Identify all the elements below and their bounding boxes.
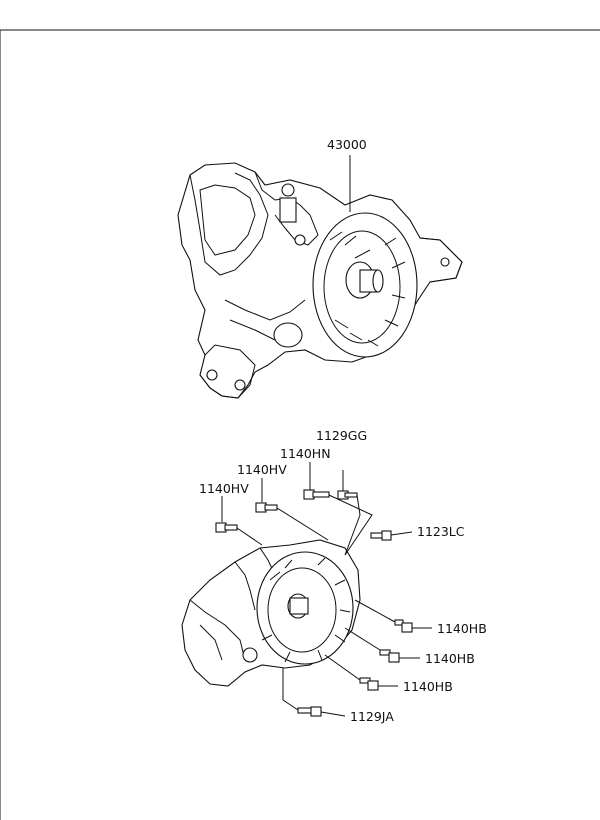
shift-bolt [294, 234, 306, 246]
bolt-shank [297, 707, 313, 714]
bolt-1140hb-1 [354, 599, 432, 633]
differential-boss [273, 322, 303, 348]
bolt-head [367, 680, 379, 691]
mount-flange [419, 237, 463, 283]
lower-mount-hole-2 [234, 379, 246, 391]
lower-bell-inner [267, 567, 337, 653]
bolt-path-1140hv-upper [276, 507, 329, 541]
shift-cap [281, 183, 295, 197]
part-label-1140hb-1: 1140HB [437, 621, 487, 636]
case-detail [189, 599, 246, 661]
part-label-1140hv-upper: 1140HV [237, 462, 287, 477]
gear-case-panel [199, 184, 256, 256]
part-label-1129gg: 1129GG [316, 428, 367, 443]
part-label-1140hn: 1140HN [280, 446, 331, 461]
bell-housing-inner [323, 230, 401, 344]
bolt-head [381, 530, 392, 541]
bolt-1140hv-upper [255, 478, 329, 541]
lower-bell-ribs [261, 557, 351, 663]
part-label-1140hb-2: 1140HB [425, 651, 475, 666]
shift-lever-housing [279, 197, 297, 223]
bolt-shank [312, 491, 330, 498]
case-ribs [224, 299, 306, 341]
part-label-1129ja: 1129JA [350, 709, 394, 724]
bolt-head [310, 706, 322, 717]
transaxle-case-drawing [181, 539, 361, 687]
bolt-path-1140hb-2 [344, 627, 381, 651]
leader-1129ja [320, 711, 346, 717]
input-shaft-end [372, 269, 384, 293]
bolt-path-1140hb-1 [354, 599, 396, 623]
leader-1123lc [390, 531, 413, 536]
bolt-shank [344, 492, 358, 498]
bolt-1123lc [370, 530, 413, 541]
bolt-shank [264, 504, 278, 511]
bell-ribs [329, 231, 406, 347]
bolt-1129ja [282, 668, 346, 717]
transaxle-assembly-drawing [177, 162, 463, 399]
bolt-1140hb-3 [324, 654, 398, 691]
bolt-1140hn [303, 462, 373, 556]
part-label-1123lc: 1123LC [417, 524, 465, 539]
lower-diff-boss [242, 647, 258, 663]
bolt-path-1140hn [328, 494, 373, 556]
bolt-path-1129ja [282, 699, 299, 711]
shift-mechanism [254, 171, 319, 246]
part-label-1140hb-3: 1140HB [403, 679, 453, 694]
bolt-head [401, 622, 413, 633]
bolt-path-1129gg [344, 494, 361, 556]
bolt-path-1140hv-lower [236, 527, 263, 546]
bolt-head [388, 652, 400, 663]
mount-hole [440, 257, 450, 267]
part-label-1140hv-lower: 1140HV [199, 481, 249, 496]
bolt-path-1140hb-3 [324, 654, 361, 681]
bolt-1140hv-lower [215, 496, 263, 546]
bolt-1129gg [337, 470, 361, 556]
lower-mount-hole-1 [206, 369, 218, 381]
gear-case-cover [189, 172, 269, 276]
bolt-1140hb-2 [344, 627, 420, 663]
bolt-shank [224, 524, 238, 531]
lower-mount [199, 344, 256, 399]
assembly-label: 43000 [327, 137, 367, 152]
lower-shaft [289, 597, 309, 615]
